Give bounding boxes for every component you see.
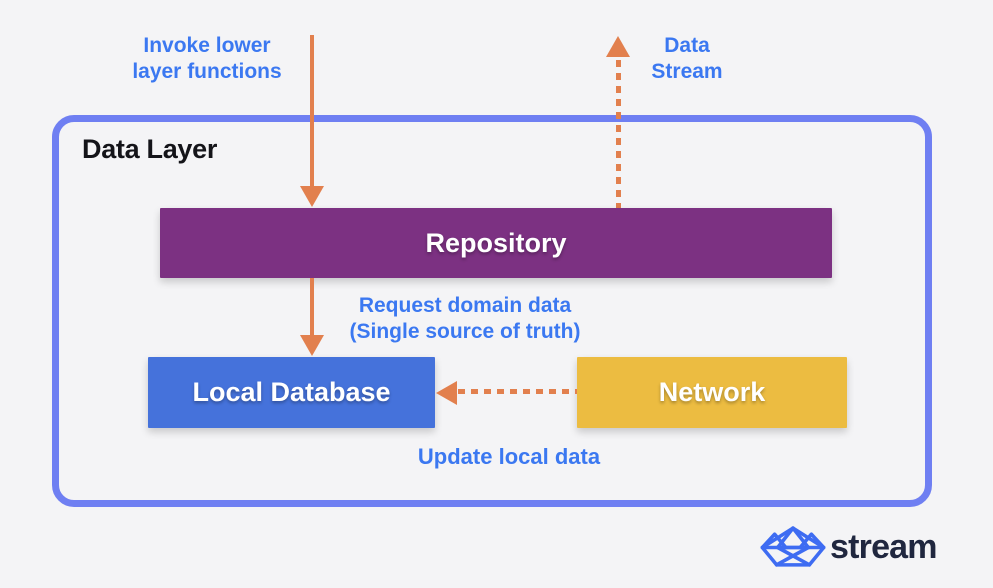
- request-domain-data-label-line2: (Single source of truth): [349, 320, 581, 343]
- local-database-node-label: Local Database: [192, 377, 391, 407]
- update-local-data-label: Update local data: [359, 444, 659, 470]
- network-node: Network: [577, 357, 847, 428]
- data-layer-frame: [52, 115, 932, 507]
- request-domain-data-label-line1: Request domain data: [358, 294, 572, 317]
- data-stream-arrow-up-icon: [606, 36, 630, 57]
- request-arrow-line: [310, 278, 314, 336]
- network-node-label: Network: [658, 377, 766, 407]
- stream-logo: stream: [758, 524, 938, 571]
- request-arrow-down-icon: [300, 335, 324, 356]
- repository-node: Repository: [160, 208, 832, 278]
- invoke-lower-label-line2: layer functions: [132, 60, 282, 83]
- request-domain-data-label: Request domain data (Single source of tr…: [315, 293, 615, 345]
- invoke-lower-label: Invoke lower layer functions: [107, 33, 307, 85]
- repository-node-label: Repository: [425, 227, 567, 258]
- invoke-arrow-down-icon: [300, 186, 324, 207]
- data-layer-title: Data Layer: [82, 134, 218, 164]
- invoke-arrow-line: [310, 35, 314, 187]
- local-database-node: Local Database: [148, 357, 435, 428]
- data-stream-arrow-line: [616, 60, 621, 208]
- data-stream-label-line1: Data: [664, 34, 710, 57]
- update-arrow-left-icon: [436, 381, 457, 405]
- invoke-lower-label-line1: Invoke lower: [143, 34, 271, 57]
- update-local-data-label-text: Update local data: [417, 444, 601, 469]
- data-stream-label: Data Stream: [637, 33, 737, 85]
- stream-logo-text: stream: [830, 528, 938, 566]
- paper-boat-icon: [760, 526, 826, 567]
- data-stream-label-line2: Stream: [651, 60, 723, 83]
- update-arrow-line: [458, 389, 577, 394]
